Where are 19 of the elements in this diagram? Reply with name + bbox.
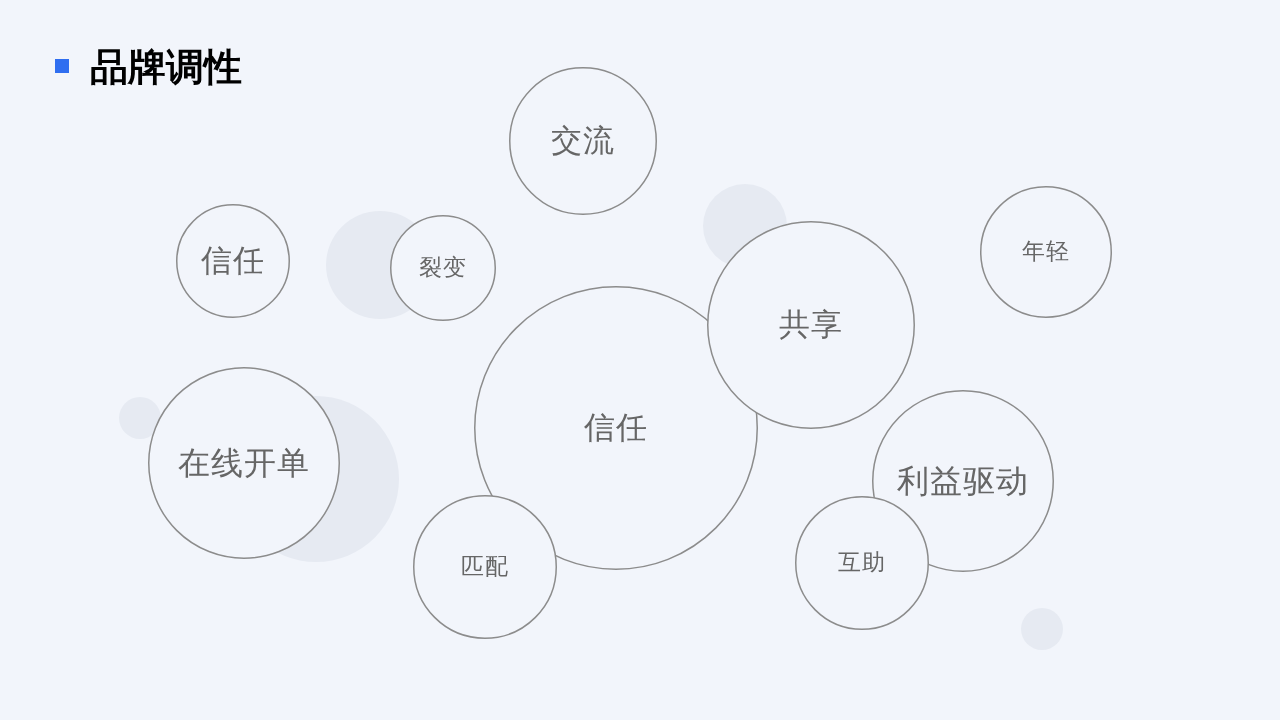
keyword-circle bbox=[413, 495, 557, 639]
keyword-circle bbox=[980, 186, 1112, 318]
keyword-label: 共享 bbox=[779, 306, 843, 344]
keyword-circle bbox=[148, 367, 340, 559]
keyword-label: 裂变 bbox=[419, 254, 467, 282]
keyword-label: 信任 bbox=[584, 409, 648, 447]
keyword-circle bbox=[795, 496, 929, 630]
keyword-circle bbox=[509, 67, 657, 215]
slide-title: 品牌调性 bbox=[90, 45, 242, 90]
keyword-label: 利益驱动 bbox=[897, 461, 1029, 501]
keyword-label: 年轻 bbox=[1022, 238, 1070, 266]
keyword-circle bbox=[176, 204, 290, 318]
keyword-label: 信任 bbox=[201, 242, 265, 280]
keyword-label: 互助 bbox=[838, 549, 886, 577]
keyword-circle bbox=[390, 215, 496, 321]
keyword-label: 匹配 bbox=[461, 553, 509, 581]
keyword-label: 交流 bbox=[551, 122, 615, 160]
keyword-circle bbox=[707, 221, 915, 429]
keyword-label: 在线开单 bbox=[178, 443, 310, 483]
